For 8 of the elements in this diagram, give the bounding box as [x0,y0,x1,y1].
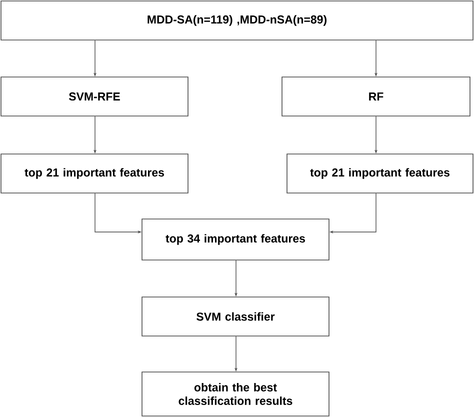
process-box: SVM-RFE [0,76,188,116]
process-box: RF [282,76,470,116]
process-box: top 34 important features [142,218,330,260]
process-box: obtain the best classification results [142,372,330,416]
input-box: MDD-SA(n=119) ,MDD-nSA(n=89) [0,0,474,40]
process-box: top 21 important features [286,154,474,194]
process-box: SVM classifier [142,296,330,336]
process-box: top 21 important features [0,154,188,194]
